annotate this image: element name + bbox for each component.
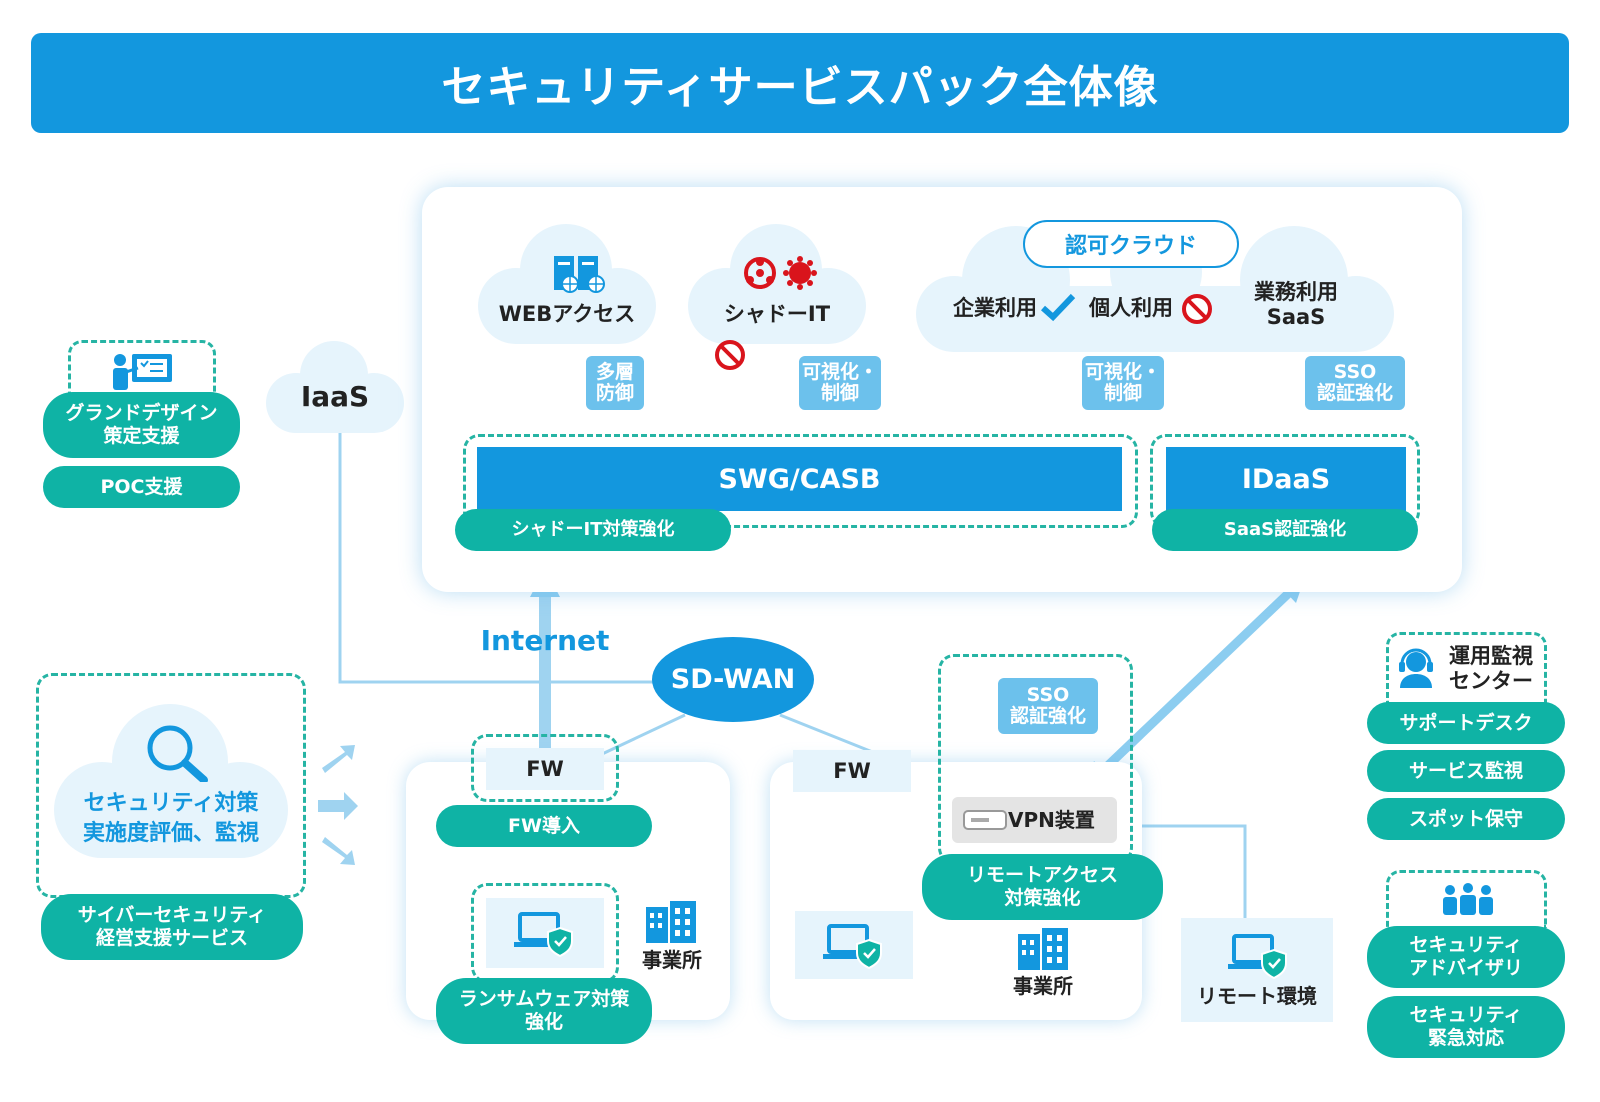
- vpn-remote-line: [1118, 824, 1247, 918]
- biohazard-icon: [744, 257, 776, 289]
- spot-maintenance-button[interactable]: スポット保守: [1367, 798, 1565, 840]
- iaas-label: IaaS: [300, 380, 370, 413]
- support-desk-button[interactable]: サポートデスク: [1367, 702, 1565, 744]
- saas-auth-button[interactable]: SaaS認証強化: [1152, 509, 1418, 551]
- tag-sso-vpn: SSO 認証強化: [998, 678, 1098, 734]
- shadow-it-label: シャドーIT: [723, 302, 831, 326]
- grand-design-group: [68, 340, 216, 400]
- internet-label: Internet: [480, 624, 610, 657]
- prohibited-icon: [1182, 294, 1212, 324]
- corporate-use-label: 企業利用: [953, 296, 1037, 320]
- security-emergency-button[interactable]: セキュリティ 緊急対応: [1367, 996, 1565, 1058]
- team-icon: [1443, 883, 1493, 915]
- fw1-group: [471, 734, 619, 802]
- remote-env-label: リモート環境: [1197, 984, 1317, 1008]
- shadow-it-cloud: [688, 224, 866, 344]
- server-globe-icon: [554, 256, 605, 293]
- assessment-label: セキュリティ対策 実施度評価、監視: [82, 791, 259, 846]
- headset-icon: [1399, 648, 1433, 688]
- poc-button[interactable]: POC支援: [43, 466, 240, 508]
- tag-visualize-shadow: 可視化・ 制御: [799, 356, 881, 410]
- tag-sso: SSO 認証強化: [1305, 356, 1405, 410]
- assessment-cloud: [54, 704, 288, 858]
- ops-center-group: [1386, 632, 1547, 704]
- cyber-mgmt-button[interactable]: サイバーセキュリティ 経営支援サービス: [41, 894, 303, 960]
- remote-access-button[interactable]: リモートアクセス 対策強化: [922, 854, 1163, 920]
- fw2-node: FW: [793, 750, 911, 792]
- laptop-shield-icon: [514, 912, 573, 958]
- page-title: セキュリティサービスパック全体像: [31, 33, 1569, 133]
- web-access-label: WEBアクセス: [498, 302, 636, 326]
- office2-label: 事業所: [1013, 974, 1073, 998]
- service-monitor-button[interactable]: サービス監視: [1367, 750, 1565, 792]
- fw-intro-button[interactable]: FW導入: [436, 805, 652, 847]
- tag-multi-layer: 多層 防御: [586, 356, 644, 410]
- office1-label: 事業所: [642, 948, 702, 972]
- chevron-arrows: [318, 745, 358, 865]
- prohibited-icon: [715, 340, 745, 370]
- swg-casb-group: [463, 434, 1138, 528]
- checkmark-icon: [1040, 293, 1076, 322]
- laptop-shield-icon: [1228, 934, 1287, 980]
- building-icon: [646, 901, 696, 943]
- auth-cloud: [916, 226, 1394, 352]
- business-saas-label: 業務利用 SaaS: [1254, 280, 1338, 330]
- vpn-label: VPN装置: [1008, 808, 1095, 832]
- tag-visualize-corporate: 可視化・ 制御: [1082, 356, 1164, 410]
- virus-icon: [783, 256, 817, 290]
- web-access-cloud: [478, 224, 656, 344]
- grand-design-button[interactable]: グランドデザイン 策定支援: [43, 392, 240, 458]
- sdwan-node: SD-WAN: [652, 637, 814, 722]
- sdwan-fw2-line: [779, 713, 881, 757]
- laptop-shield-icon: [823, 924, 882, 970]
- presentation-icon: [113, 354, 172, 390]
- vpn-device-icon: [963, 810, 1007, 830]
- idaas-bar: IDaaS: [1166, 447, 1406, 511]
- magnifier-icon: [147, 725, 208, 782]
- auth-cloud-label: 認可クラウド: [1023, 220, 1239, 268]
- iaas-cloud: [266, 341, 404, 433]
- security-advisory-button[interactable]: セキュリティ アドバイザリ: [1367, 926, 1565, 988]
- shadow-it-measures-button[interactable]: シャドーIT対策強化: [455, 509, 731, 551]
- building-icon: [1018, 928, 1068, 970]
- personal-use-label: 個人利用: [1089, 296, 1173, 320]
- fw1-node: FW: [486, 748, 604, 790]
- ransomware-button[interactable]: ランサムウェア対策 強化: [436, 978, 652, 1044]
- ops-center-label: 運用監視 センター: [1449, 644, 1533, 694]
- laptop1-tile: [486, 898, 604, 968]
- advisory-group: [1386, 870, 1547, 928]
- laptop2-tile: [795, 911, 913, 979]
- swg-casb-bar: SWG/CASB: [477, 447, 1122, 511]
